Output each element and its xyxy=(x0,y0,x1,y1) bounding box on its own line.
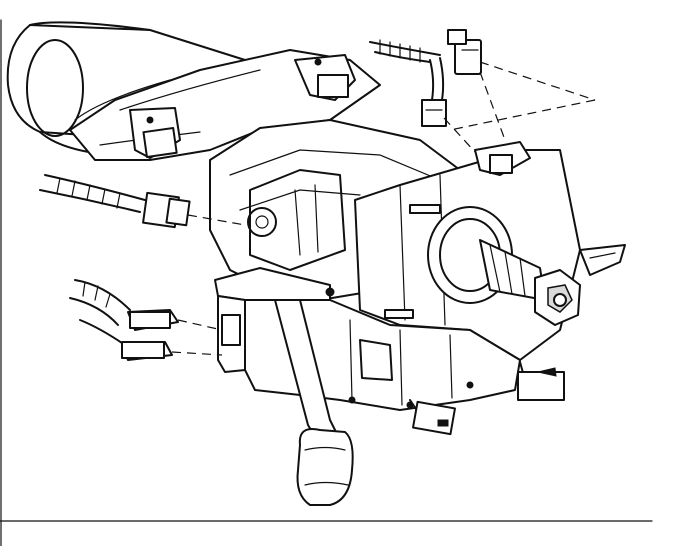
connector-left xyxy=(142,191,191,229)
connector-bottom-center xyxy=(409,399,456,436)
callout-line-left xyxy=(187,214,246,226)
harness-left xyxy=(39,174,146,213)
connector-bottom-right xyxy=(517,361,565,401)
steering-shaft xyxy=(427,206,546,304)
shroud-connector-top xyxy=(294,54,356,101)
connector-top-right-a xyxy=(447,29,482,75)
shift-lever xyxy=(274,299,354,506)
harness-top-right xyxy=(369,39,445,101)
callout-lines-top xyxy=(443,61,596,153)
turn-signal-cam xyxy=(579,244,626,276)
connector-ignition-top xyxy=(474,141,531,176)
mounting-bracket xyxy=(214,267,335,373)
connector-top-right-b xyxy=(421,99,447,127)
harness-lower-left xyxy=(69,279,131,346)
callout-lines-lower-left xyxy=(171,319,223,356)
steering-shaft-nut xyxy=(534,269,581,326)
connector-lower-left-b xyxy=(121,341,173,361)
shroud-connector-left xyxy=(129,107,181,159)
connector-lower-left-a xyxy=(127,309,179,331)
